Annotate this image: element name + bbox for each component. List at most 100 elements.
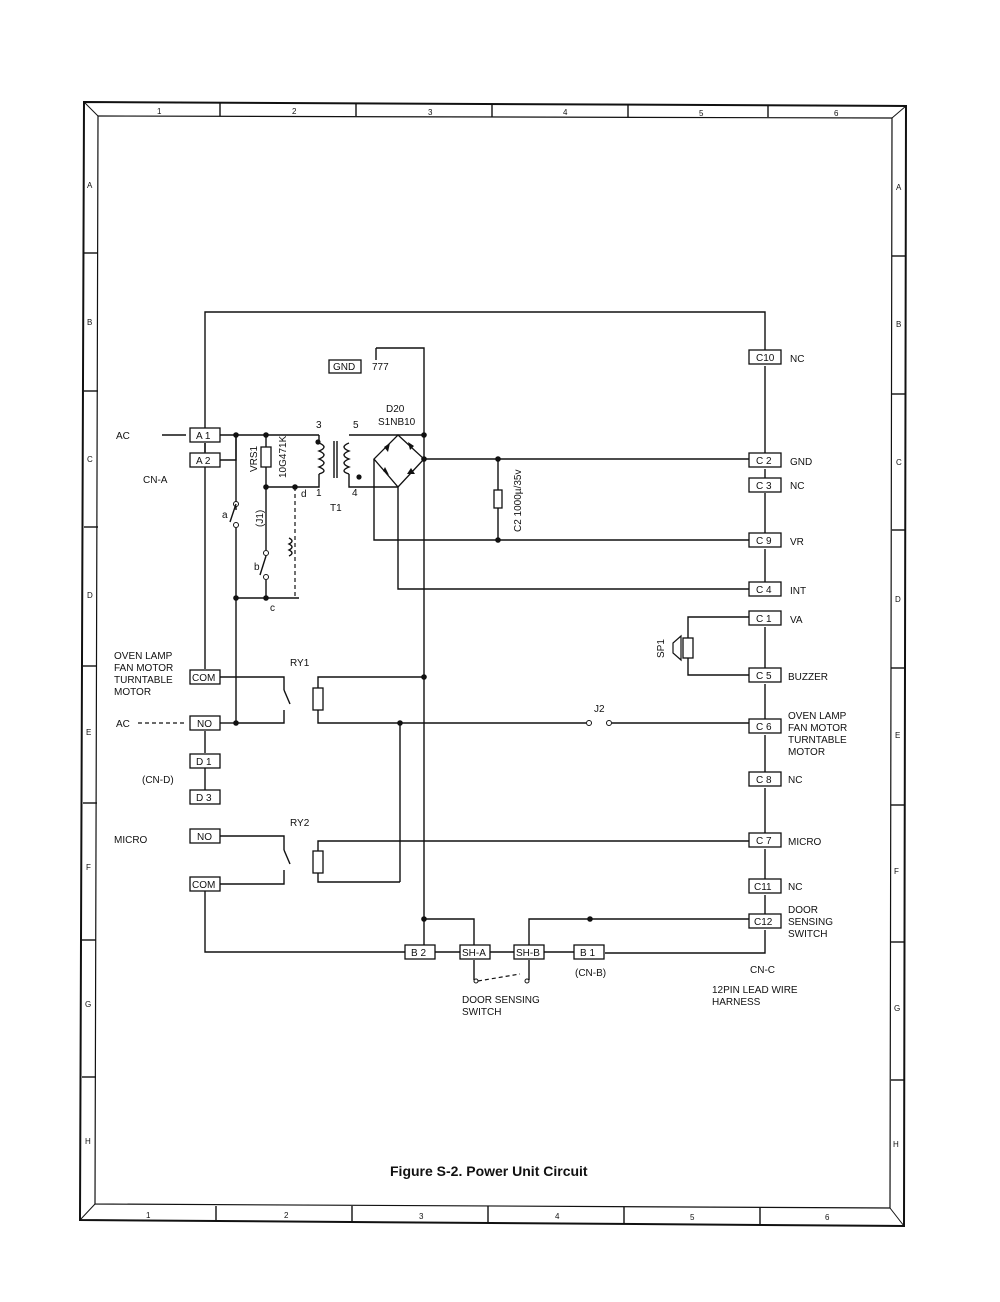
label-c12-door: DOOR — [788, 905, 818, 916]
label-c9-vr: VR — [790, 537, 804, 548]
label-cn-c: CN-C — [750, 965, 775, 976]
label-c1-va: VA — [790, 615, 803, 626]
label-c6-turntable: TURNTABLE — [788, 735, 847, 746]
connector-c11: C11 — [754, 882, 772, 893]
connector-boxes: A 1 A 2 COM NO D 1 D 3 NO COM B 2 SH-A S… — [189, 349, 782, 960]
row-label-left-c: C — [87, 455, 93, 464]
label-c6-oven-lamp: OVEN LAMP — [788, 711, 847, 722]
label-switch-a: a — [222, 510, 228, 521]
label-s1nb10: S1NB10 — [378, 417, 416, 428]
connector-sh-b: SH-B — [516, 948, 540, 959]
frame-column-labels: 1 2 3 4 5 6 1 2 3 4 5 6 — [146, 107, 839, 1222]
label-c6-motor: MOTOR — [788, 747, 825, 758]
col-label-bottom-4: 4 — [555, 1212, 560, 1221]
label-point-d: d — [301, 489, 307, 500]
label-pin3: 3 — [316, 420, 322, 431]
label-cn-d: (CN-D) — [142, 775, 174, 786]
label-micro-left: MICRO — [114, 835, 148, 846]
row-label-right-h: H — [893, 1140, 899, 1149]
connector-com-ry2: COM — [192, 880, 215, 891]
row-label-right-g: G — [894, 1004, 900, 1013]
right-labels: NC GND NC VR INT VA BUZZER OVEN LAMP FAN… — [712, 354, 847, 1008]
connector-no-ry2: NO — [197, 832, 212, 843]
figure-caption: Figure S-2. Power Unit Circuit — [390, 1163, 588, 1179]
label-harness-line2: HARNESS — [712, 997, 761, 1008]
col-label-top-5: 5 — [699, 109, 704, 118]
label-gnd-symbol: 777 — [372, 362, 389, 373]
connector-c4: C 4 — [756, 585, 772, 596]
connector-c9: C 9 — [756, 536, 772, 547]
connector-c5: C 5 — [756, 671, 772, 682]
row-label-left-f: F — [86, 863, 91, 872]
label-cn-a: CN-A — [143, 475, 168, 486]
label-c11-nc: NC — [788, 882, 802, 893]
label-pin4: 4 — [352, 488, 358, 499]
label-harness-line1: 12PIN LEAD WIRE — [712, 985, 798, 996]
label-ry2: RY2 — [290, 818, 310, 829]
label-fan-motor-left: FAN MOTOR — [114, 663, 173, 674]
col-label-top-1: 1 — [157, 107, 162, 116]
col-label-top-3: 3 — [428, 108, 433, 117]
label-door-sensing-switch-1: DOOR SENSING — [462, 995, 540, 1006]
component-labels: D20 S1NB10 777 3 5 1 4 T1 VRS1 10G471K (… — [222, 362, 667, 1018]
row-label-right-a: A — [896, 183, 902, 192]
col-label-bottom-5: 5 — [690, 1213, 695, 1222]
connector-no-ry1: NO — [197, 719, 212, 730]
label-c10-nc: NC — [790, 354, 804, 365]
row-label-left-g: G — [85, 1000, 91, 1009]
col-label-top-6: 6 — [834, 109, 839, 118]
connector-d3: D 3 — [196, 793, 212, 804]
connector-b2: B 2 — [411, 948, 426, 959]
col-label-bottom-6: 6 — [825, 1213, 830, 1222]
col-label-bottom-3: 3 — [419, 1212, 424, 1221]
label-c6-fan-motor: FAN MOTOR — [788, 723, 847, 734]
connector-d1: D 1 — [196, 757, 212, 768]
label-c2-capacitor: C2 1000µ/35v — [513, 470, 524, 532]
label-vrs1: VRS1 — [249, 445, 260, 472]
row-label-right-d: D — [895, 595, 901, 604]
label-ac-bottom: AC — [116, 719, 130, 730]
row-label-left-e: E — [86, 728, 91, 737]
label-ry1: RY1 — [290, 658, 310, 669]
connector-a1: A 1 — [196, 431, 211, 442]
transformer-t1 — [315, 439, 362, 480]
connector-c6: C 6 — [756, 722, 772, 733]
connector-c2: C 2 — [756, 456, 772, 467]
connector-gnd: GND — [333, 362, 355, 373]
label-turntable-left: TURNTABLE — [114, 675, 173, 686]
col-label-top-4: 4 — [563, 108, 568, 117]
connector-c1: C 1 — [756, 614, 772, 625]
connector-c3: C 3 — [756, 481, 772, 492]
label-c12-switch: SWITCH — [788, 929, 827, 940]
label-j1: (J1) — [255, 510, 266, 527]
label-cn-b: (CN-B) — [575, 968, 606, 979]
wiring — [204, 311, 766, 984]
drawing-frame — [78, 100, 908, 1228]
junction-dots — [233, 432, 593, 922]
left-labels: AC CN-A OVEN LAMP FAN MOTOR TURNTABLE MO… — [114, 431, 186, 846]
connector-sh-a: SH-A — [462, 948, 486, 959]
label-sp1: SP1 — [656, 639, 667, 658]
connector-c8: C 8 — [756, 775, 772, 786]
row-label-right-c: C — [896, 458, 902, 467]
label-switch-b: b — [254, 562, 260, 573]
col-label-bottom-2: 2 — [284, 1211, 289, 1220]
connector-b1: B 1 — [580, 948, 595, 959]
row-label-right-e: E — [895, 731, 900, 740]
label-c4-int: INT — [790, 586, 806, 597]
label-j2: J2 — [594, 704, 605, 715]
label-c5-buzzer: BUZZER — [788, 672, 828, 683]
label-vrs-part: 10G471K — [278, 435, 289, 478]
label-pin1: 1 — [316, 488, 322, 499]
row-label-left-a: A — [87, 181, 93, 190]
label-motor-left: MOTOR — [114, 687, 151, 698]
label-c2-gnd: GND — [790, 457, 812, 468]
row-label-left-d: D — [87, 591, 93, 600]
label-c7-micro: MICRO — [788, 837, 822, 848]
row-label-right-b: B — [896, 320, 901, 329]
connector-c10: C10 — [756, 353, 775, 364]
label-c8-nc: NC — [788, 775, 802, 786]
connector-a2: A 2 — [196, 456, 211, 467]
